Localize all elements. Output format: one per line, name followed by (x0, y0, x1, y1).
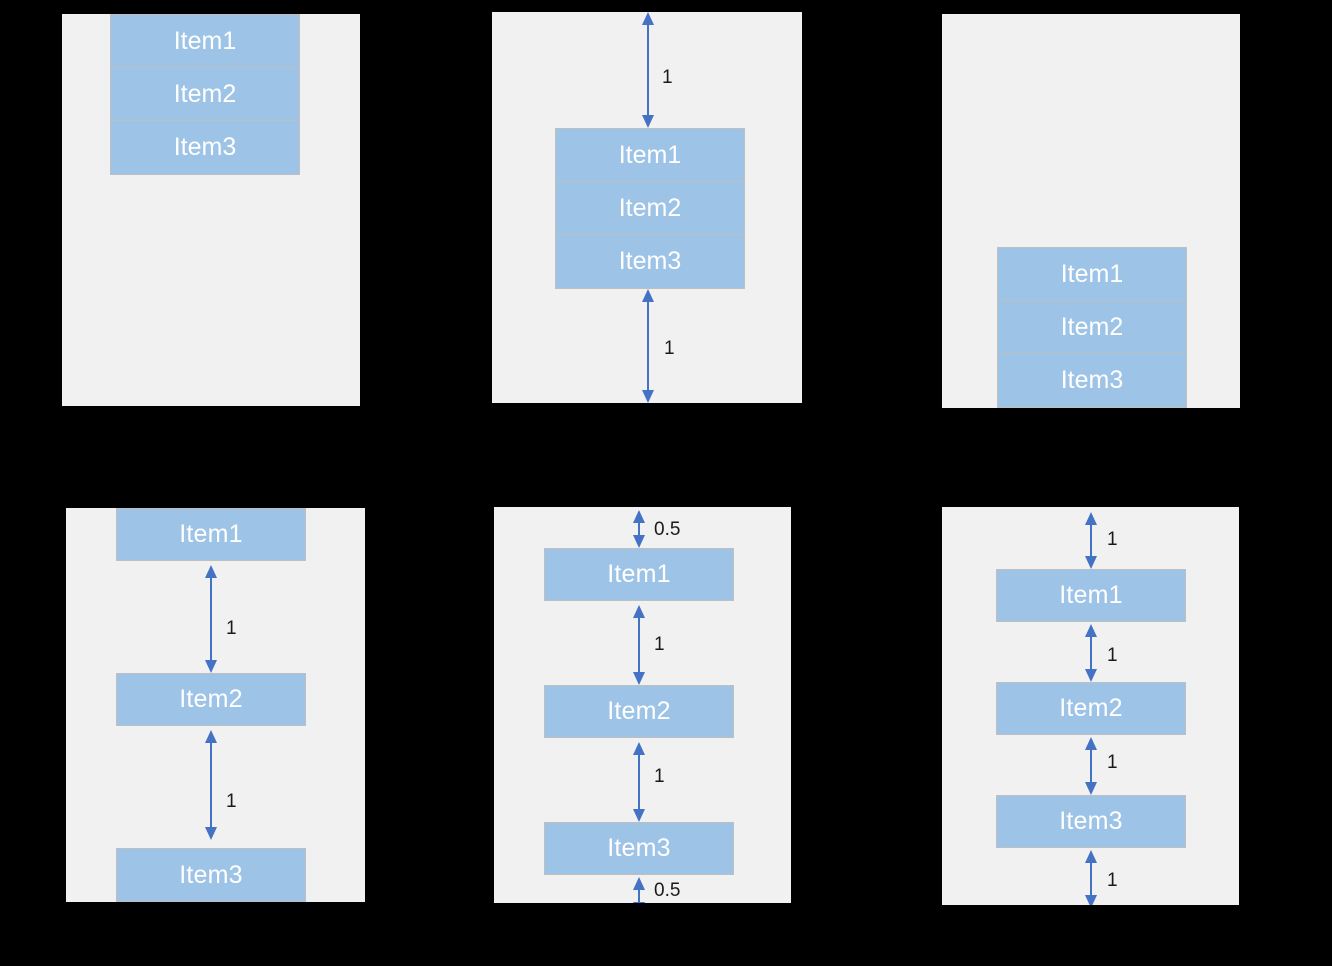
gap-label-2-3: 1 (1107, 752, 1118, 773)
gap-arrow-top (640, 12, 656, 128)
item-label: Item3 (1059, 807, 1123, 835)
item-box-1[interactable]: Item1 (116, 508, 306, 561)
item-box-2[interactable]: Item2 (996, 682, 1186, 735)
item-label: Item3 (607, 834, 671, 862)
gap-arrow-bottom (631, 877, 647, 903)
gap-label-bottom: 1 (1107, 870, 1118, 891)
item-box-3[interactable]: Item3 (996, 795, 1186, 848)
gap-arrow-top (1083, 512, 1099, 569)
gap-label-bottom: 0.5 (654, 880, 681, 901)
item-label: Item2 (607, 697, 671, 725)
gap-arrow-2-3 (631, 742, 647, 822)
gap-arrow-bottom (640, 289, 656, 403)
gap-arrow-2-3 (1083, 737, 1099, 795)
item-label: Item2 (1059, 694, 1123, 722)
gap-label-top: 1 (662, 67, 673, 88)
gap-arrow-1-2 (631, 605, 647, 685)
gap-arrow-bottom (1083, 850, 1099, 905)
gap-label-1-2: 1 (1107, 645, 1118, 666)
item-box-3[interactable]: Item3 (544, 822, 734, 875)
gap-arrow-2-3 (203, 730, 219, 840)
item-box-1[interactable]: Item1 (996, 569, 1186, 622)
panel-flex-end: Item1 Item2 Item3 (942, 14, 1240, 408)
item-group-center: Item1 Item2 Item3 (555, 128, 745, 289)
item-label: Item1 (1059, 581, 1123, 609)
item-box-2[interactable]: Item2 (116, 673, 306, 726)
gap-arrow-1-2 (203, 565, 219, 673)
item-label: Item1 (607, 560, 671, 588)
item-label: Item2 (179, 685, 243, 713)
item-label: Item3 (173, 133, 237, 161)
panel-space-between: Item1 1 Item2 1 Item3 (66, 508, 365, 902)
item-label: Item1 (179, 520, 243, 548)
item-label: Item1 (618, 140, 682, 169)
item-label: Item2 (173, 79, 237, 108)
item-box-1[interactable]: Item1 (556, 129, 744, 182)
item-label: Item2 (1060, 312, 1124, 341)
gap-label-top: 0.5 (654, 519, 681, 540)
item-box-3[interactable]: Item3 (556, 235, 744, 288)
gap-label-1-2: 1 (226, 618, 237, 639)
item-group-flex-end: Item1 Item2 Item3 (997, 247, 1187, 408)
item-box-2[interactable]: Item2 (556, 182, 744, 235)
panel-center: 1 Item1 Item2 Item3 1 (492, 12, 802, 403)
item-box-3[interactable]: Item3 (111, 121, 299, 174)
item-label: Item1 (173, 26, 237, 55)
item-label: Item3 (179, 860, 243, 889)
item-box-1[interactable]: Item1 (998, 248, 1186, 301)
item-group-flex-start: Item1 Item2 Item3 (110, 14, 300, 175)
panel-flex-start: Item1 Item2 Item3 (62, 14, 360, 406)
panel-space-evenly: 1 Item1 1 Item2 1 Item3 (942, 507, 1239, 905)
item-box-2[interactable]: Item2 (111, 68, 299, 121)
gap-label-2-3: 1 (654, 766, 665, 787)
item-box-3[interactable]: Item3 (998, 354, 1186, 407)
gap-arrow-1-2 (1083, 624, 1099, 682)
item-box-2[interactable]: Item2 (998, 301, 1186, 354)
gap-label-2-3: 1 (226, 791, 237, 812)
gap-label-bottom: 1 (664, 338, 675, 359)
gap-label-top: 1 (1107, 529, 1118, 550)
gap-label-1-2: 1 (654, 634, 665, 655)
item-label: Item3 (618, 247, 682, 275)
gap-arrow-top (631, 510, 647, 548)
item-label: Item3 (1060, 366, 1124, 394)
item-box-1[interactable]: Item1 (544, 548, 734, 601)
item-box-2[interactable]: Item2 (544, 685, 734, 738)
item-label: Item1 (1060, 259, 1124, 288)
item-box-1[interactable]: Item1 (111, 15, 299, 68)
panel-space-around: 0.5 Item1 1 Item2 1 Item3 (494, 507, 791, 903)
item-box-3[interactable]: Item3 (116, 848, 306, 902)
item-label: Item2 (618, 193, 682, 222)
